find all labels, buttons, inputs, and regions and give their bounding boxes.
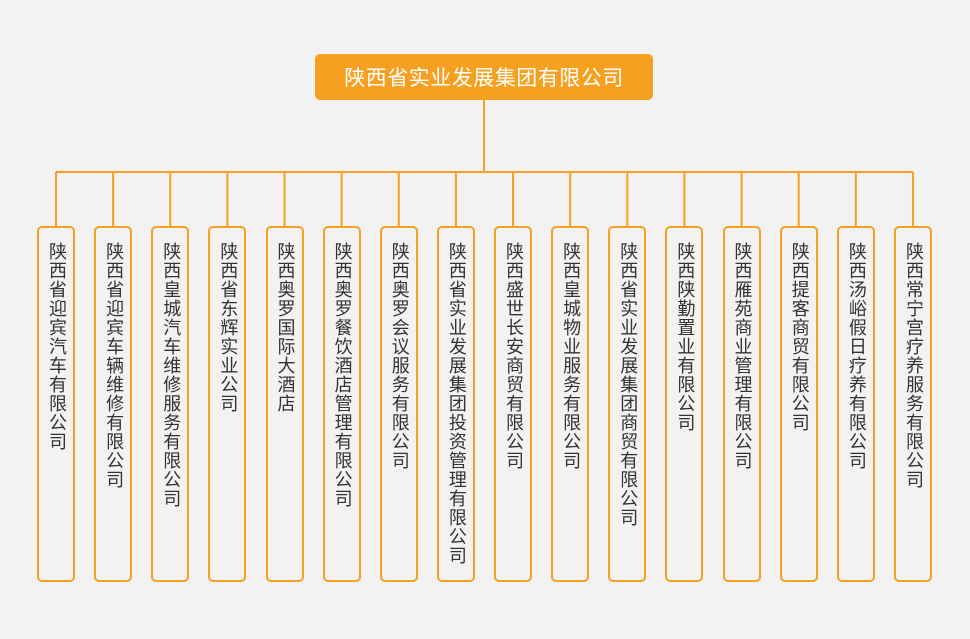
child-label: 陕西奥罗会议服务有限公司 — [388, 242, 410, 470]
child-node: 陕西省东辉实业公司 — [208, 226, 247, 582]
child-label: 陕西省实业发展集团商贸有限公司 — [617, 242, 639, 527]
child-label: 陕西省东辉实业公司 — [217, 242, 239, 413]
child-node: 陕西皇城汽车维修服务有限公司 — [151, 226, 190, 582]
child-node: 陕西省迎宾汽车有限公司 — [37, 226, 75, 582]
child-label: 陕西汤峪假日疗养有限公司 — [845, 242, 867, 470]
child-label: 陕西省迎宾汽车有限公司 — [46, 242, 67, 451]
child-label: 陕西皇城物业服务有限公司 — [560, 242, 582, 470]
root-label: 陕西省实业发展集团有限公司 — [344, 66, 624, 90]
child-label: 陕西奥罗国际大酒店 — [274, 242, 296, 413]
child-node: 陕西陕勤置业有限公司 — [665, 226, 704, 582]
child-node: 陕西奥罗国际大酒店 — [265, 226, 304, 582]
child-node: 陕西汤峪假日疗养有限公司 — [836, 226, 875, 582]
child-node: 陕西皇城物业服务有限公司 — [551, 226, 590, 582]
child-label: 陕西省迎宾车辆维修有限公司 — [103, 242, 125, 489]
child-node: 陕西奥罗会议服务有限公司 — [379, 226, 418, 582]
child-node: 陕西雁苑商业管理有限公司 — [722, 226, 761, 582]
child-label: 陕西常宁宫疗养服务有限公司 — [902, 242, 924, 489]
child-node: 陕西盛世长安商贸有限公司 — [494, 226, 533, 582]
child-node: 陕西省实业发展集团商贸有限公司 — [608, 226, 647, 582]
child-node: 陕西省实业发展集团投资管理有限公司 — [436, 226, 475, 582]
child-label: 陕西盛世长安商贸有限公司 — [503, 242, 525, 470]
child-node: 陕西省迎宾车辆维修有限公司 — [94, 226, 133, 582]
child-node: 陕西奥罗餐饮酒店管理有限公司 — [322, 226, 361, 582]
child-label: 陕西提客商贸有限公司 — [788, 242, 810, 432]
child-label: 陕西皇城汽车维修服务有限公司 — [160, 242, 182, 508]
child-label: 陕西省实业发展集团投资管理有限公司 — [445, 242, 467, 565]
child-label: 陕西雁苑商业管理有限公司 — [731, 242, 753, 470]
child-node: 陕西提客商贸有限公司 — [779, 226, 818, 582]
root-node: 陕西省实业发展集团有限公司 — [315, 54, 653, 100]
child-node: 陕西常宁宫疗养服务有限公司 — [893, 226, 932, 582]
child-label: 陕西奥罗餐饮酒店管理有限公司 — [331, 242, 353, 508]
child-label: 陕西陕勤置业有限公司 — [674, 242, 696, 432]
